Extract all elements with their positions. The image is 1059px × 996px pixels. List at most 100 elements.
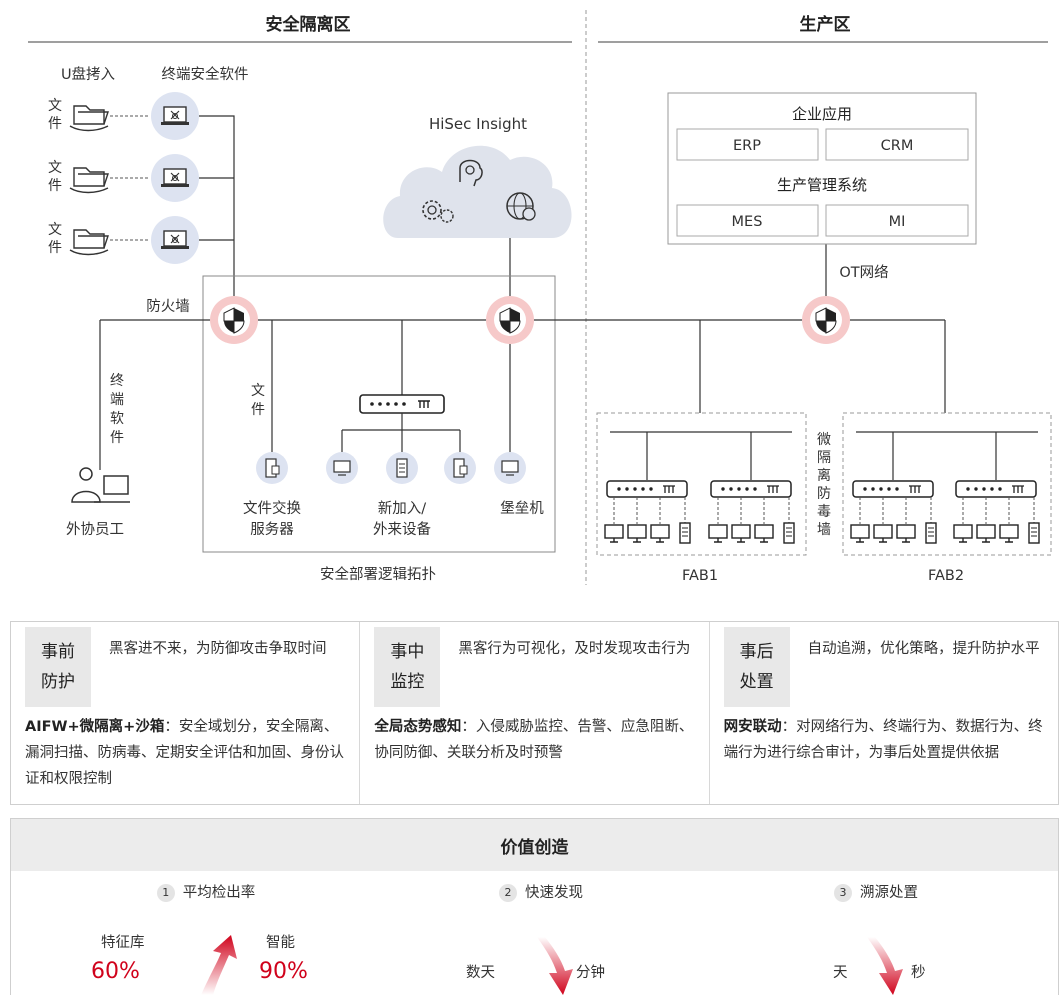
to-label: 秒	[911, 965, 926, 981]
phase-summary: 黑客进不来，为防御攻击争取时间	[109, 641, 327, 657]
phase-tag-line: 处置	[739, 672, 774, 692]
value-title-text: 溯源处置	[860, 885, 918, 901]
laptop-bus	[199, 115, 235, 296]
file-label-char: 件	[48, 116, 62, 132]
vertical-char: 端	[110, 392, 124, 408]
folder-hand-icon	[69, 167, 109, 194]
value-title: 1 平均检出率	[41, 881, 371, 902]
phase-tag-line: 事后	[739, 642, 774, 662]
pc-icon	[604, 524, 624, 543]
file-label-char: 文	[48, 222, 62, 238]
phase-tag-line: 事前	[41, 642, 75, 662]
down-arrow-icon	[537, 937, 573, 995]
new-devices-group: 新加入/ 外来设备	[325, 320, 477, 538]
vertical-char: 件	[110, 430, 124, 446]
phase-detail-text: ：安全域划分，安全隔离、漏洞扫描、防病毒、定期安全评估和加固、身份认证和权限控制	[25, 719, 344, 787]
security-zone-header: 安全隔离区	[28, 14, 572, 43]
mes-label: MES	[732, 214, 763, 230]
erp-label: ERP	[733, 138, 761, 154]
phase-tag-line: 监控	[390, 672, 425, 692]
phase-detail-text: ：对网络行为、终端行为、数据行为、终端行为进行综合审计，为事后处置提供依据	[723, 719, 1043, 761]
phase-detail-key: 全局态势感知	[374, 719, 462, 735]
firewall-3: OT网络	[801, 244, 889, 345]
hisec-cloud: HiSec Insight	[383, 115, 572, 238]
pc-icon	[754, 524, 774, 543]
number-badge: 3	[834, 884, 852, 902]
from-label: 特征库	[101, 935, 145, 951]
vertical-char: 文	[251, 383, 265, 399]
globe-icon	[506, 192, 536, 221]
bastion-host-node: 堡垒机	[493, 344, 544, 517]
pc-icon	[999, 524, 1019, 543]
to-value: 90%	[259, 959, 308, 984]
laptop-icon	[150, 215, 200, 265]
vertical-char: 离	[817, 467, 831, 484]
vertical-char: 微	[817, 432, 831, 448]
endpoint-vertical-label: 终 端 软 件	[110, 373, 124, 446]
from-label: 数天	[466, 965, 495, 981]
vertical-char: 件	[251, 402, 265, 418]
mi-label: MI	[889, 214, 906, 230]
down-arrow-icon	[867, 937, 903, 995]
file-exchange-server-line: 服务器	[250, 521, 294, 538]
crm-label: CRM	[881, 138, 914, 154]
gears-icon	[422, 200, 454, 223]
pc-icon	[953, 524, 973, 543]
fab-switch-icon	[606, 480, 688, 498]
file-server-node-icon	[443, 451, 477, 485]
file-exchange-server-line: 文件交换	[243, 499, 301, 517]
security-zone-title: 安全隔离区	[266, 14, 351, 35]
ai-brain-icon	[459, 159, 483, 187]
firewall-2-shield-icon	[485, 295, 535, 345]
file-server-icon	[255, 451, 289, 485]
security-topology-diagram: 安全隔离区 生产区 U盘拷入 终端安全软件 文 件 文 件 文 件 HiSec …	[28, 10, 1052, 585]
phase-tag: 事后处置	[723, 627, 790, 707]
usb-label: U盘拷入	[61, 65, 115, 83]
phase-during: 事中监控 黑客行为可视化，及时发现攻击行为 全局态势感知：入侵威胁监控、告警、应…	[360, 622, 710, 804]
vertical-char: 终	[110, 373, 124, 389]
file-exchange-server-node: 文 件 文件交换 服务器	[243, 320, 301, 538]
laptop-icon	[150, 91, 200, 141]
pc-icon	[976, 524, 996, 543]
phase-after: 事后处置 自动追溯，优化策略，提升防护水平 网安联动：对网络行为、终端行为、数据…	[710, 622, 1058, 804]
vertical-char: 隔	[817, 450, 831, 466]
contractor-label: 外协员工	[66, 521, 124, 538]
file-row-2: 文 件	[48, 153, 200, 203]
to-label: 智能	[266, 935, 295, 951]
phase-tag-line: 事中	[390, 642, 425, 662]
pc-icon	[708, 524, 728, 543]
logical-topology-caption: 安全部署逻辑拓扑	[320, 565, 436, 583]
ot-network-label: OT网络	[839, 264, 888, 281]
pc-icon	[731, 524, 751, 543]
bastion-host-label: 堡垒机	[500, 500, 544, 517]
vertical-char: 防	[817, 486, 831, 502]
phase-detail: 网安联动：对网络行为、终端行为、数据行为、终端行为进行综合审计，为事后处置提供依…	[724, 714, 1044, 766]
fab-switch-icon	[955, 480, 1037, 498]
file-label-char: 文	[48, 160, 62, 176]
endpoint-software-label: 终端安全软件	[162, 65, 249, 83]
value-header: 价值创造	[11, 819, 1058, 871]
firewall-1: 防火墙	[146, 295, 259, 345]
phase-detail: AIFW+微隔离+沙箱：安全域划分，安全隔离、漏洞扫描、防病毒、定期安全评估和加…	[25, 714, 345, 792]
pc-icon	[850, 524, 870, 543]
phase-detail: 全局态势感知：入侵威胁监控、告警、应急阻断、协同防御、关联分析及时预警	[374, 714, 694, 766]
value-title-text: 平均检出率	[182, 885, 256, 901]
up-arrow-icon	[201, 935, 237, 995]
phase-detail-key: AIFW+微隔离+沙箱	[25, 719, 165, 735]
new-devices-line: 外来设备	[373, 521, 431, 538]
from-value: 60%	[91, 959, 140, 984]
phase-summary: 黑客行为可视化，及时发现攻击行为	[458, 641, 691, 657]
number-badge: 2	[499, 884, 517, 902]
enterprise-apps-panel: 企业应用 ERP CRM 生产管理系统 MES MI	[667, 92, 977, 245]
phase-summary: 自动追溯，优化策略，提升防护水平	[807, 641, 1040, 657]
number-badge: 1	[156, 884, 175, 902]
pc-icon	[873, 524, 893, 543]
fab-switch-icon	[852, 480, 934, 498]
fab1-cluster: FAB1	[596, 412, 807, 584]
fab2-cluster: FAB2	[842, 412, 1052, 584]
contractor-icon	[71, 467, 130, 503]
bastion-icon	[493, 451, 527, 485]
